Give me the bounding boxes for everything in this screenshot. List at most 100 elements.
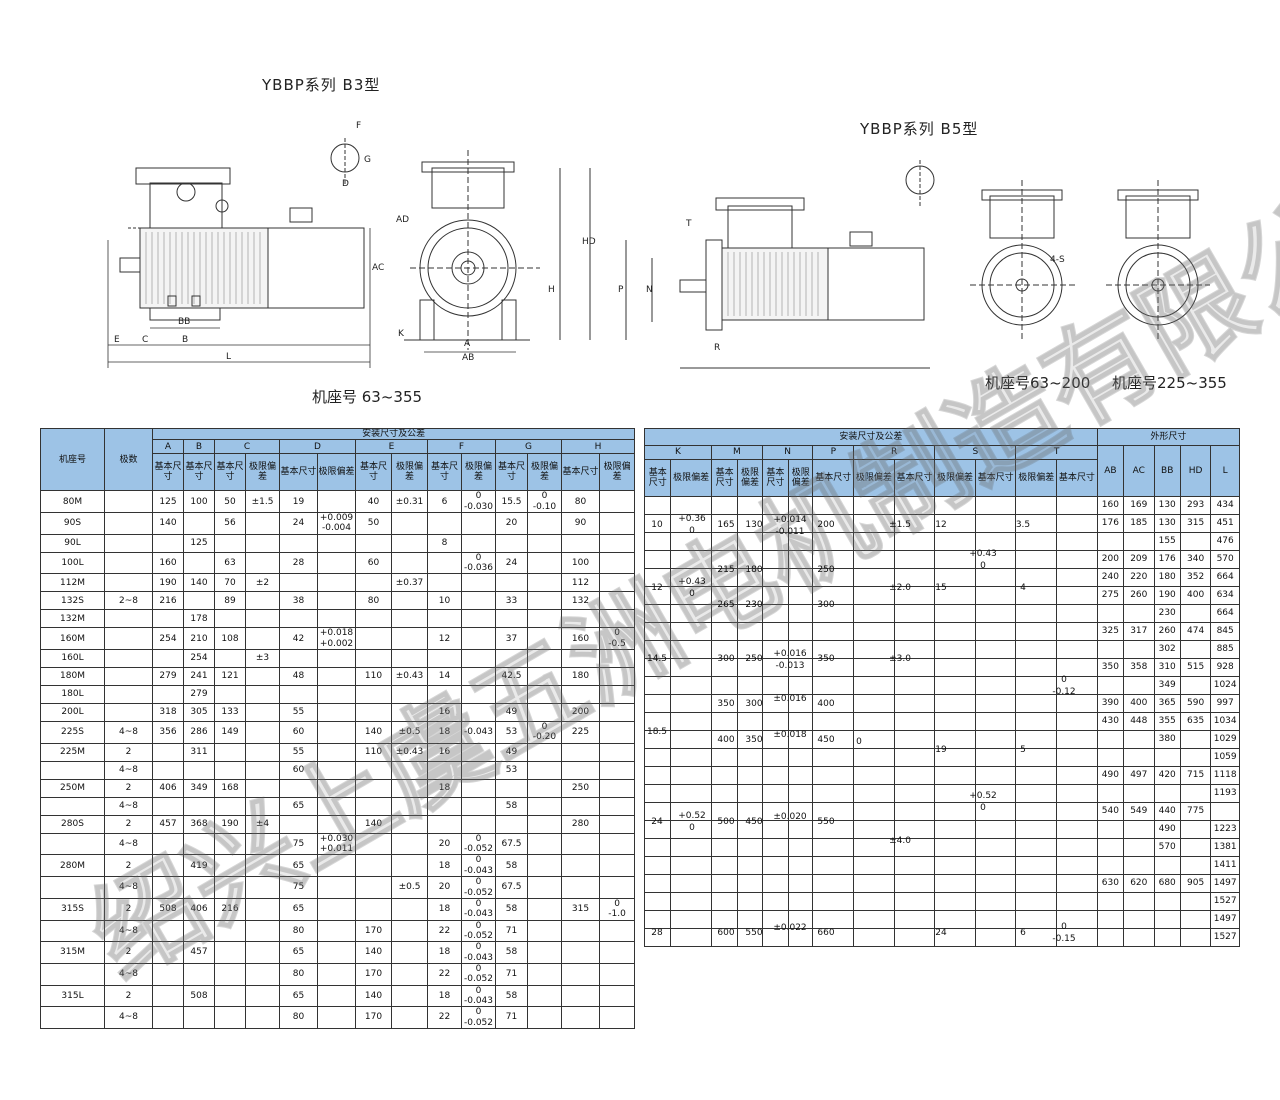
data-cell	[152, 962, 184, 986]
data-cell	[279, 533, 318, 553]
outline-cell: 190	[1153, 586, 1181, 605]
outline-cell: 230	[1153, 604, 1181, 623]
outline-cell: 1381	[1210, 838, 1240, 857]
outline-cell: 180	[1153, 568, 1181, 587]
data-cell	[355, 685, 392, 705]
data-cell	[527, 814, 562, 834]
install-cell	[761, 748, 790, 767]
install-cell	[670, 766, 712, 785]
data-cell	[527, 876, 562, 899]
install-cell	[934, 820, 976, 839]
install-cell	[737, 622, 763, 641]
title-b5: YBBP系列 B5型	[860, 120, 979, 138]
data-cell	[355, 649, 392, 669]
install-cell	[974, 766, 1017, 785]
install-cell	[853, 604, 895, 623]
data-cell	[245, 591, 280, 611]
data-cell	[598, 854, 636, 878]
data-cell	[391, 703, 428, 723]
install-cell	[761, 514, 790, 533]
data-cell	[598, 760, 636, 780]
data-cell	[391, 962, 428, 986]
data-cell	[391, 919, 428, 943]
data-cell	[245, 760, 280, 780]
data-cell	[527, 796, 562, 816]
install-cell	[1056, 586, 1098, 605]
install-cell	[934, 784, 976, 803]
install-cell	[853, 514, 895, 533]
outline-cell: 490	[1153, 820, 1181, 839]
install-cell	[670, 640, 712, 659]
install-cell	[710, 820, 739, 839]
install-cell	[812, 532, 855, 551]
outline-cell	[1096, 910, 1125, 929]
outline-cell: 302	[1153, 640, 1181, 659]
install-cell	[853, 820, 895, 839]
install-cell	[934, 532, 976, 551]
install-cell	[893, 856, 936, 875]
data-cell	[598, 591, 636, 611]
data-cell	[598, 941, 636, 964]
data-cell	[391, 627, 428, 651]
data-cell	[183, 551, 215, 575]
install-cell	[788, 910, 814, 929]
install-cell	[812, 766, 855, 785]
data-cell	[245, 962, 280, 986]
install-cell	[761, 784, 790, 803]
sub-base: 基本尺寸	[893, 459, 936, 497]
data-cell: 20	[427, 832, 462, 856]
header-letter-b: B	[183, 439, 215, 455]
data-cell	[245, 778, 280, 798]
install-cell	[974, 532, 1017, 551]
frame-cell: 315L	[40, 984, 105, 1008]
outline-cell	[1096, 892, 1125, 911]
sub-tol: 极限偏差	[391, 453, 428, 492]
data-cell	[183, 832, 215, 856]
install-cell	[1015, 712, 1058, 731]
data-cell	[152, 854, 184, 878]
install-cell	[974, 784, 1017, 803]
install-cell	[934, 802, 976, 821]
data-cell	[355, 876, 392, 899]
data-cell: 210	[183, 627, 215, 651]
dim-c: C	[142, 335, 148, 345]
install-cell	[761, 676, 790, 695]
data-cell: 315	[561, 897, 600, 921]
install-cell	[788, 712, 814, 731]
data-cell: 356	[152, 721, 184, 744]
sub-tol: 极限偏差	[670, 459, 712, 497]
data-cell	[527, 512, 562, 535]
sub-base: 基本尺寸	[710, 459, 739, 497]
outline-cell	[1123, 856, 1155, 875]
install-cell	[893, 676, 936, 695]
data-cell	[598, 778, 636, 798]
outline-cell	[1096, 730, 1125, 749]
data-cell	[561, 685, 600, 705]
dim-t: T	[685, 219, 692, 229]
data-cell	[183, 962, 215, 986]
data-cell	[245, 721, 280, 744]
data-cell	[598, 984, 636, 1008]
install-cell	[934, 496, 976, 515]
install-cell	[788, 568, 814, 587]
data-cell: 419	[183, 854, 215, 878]
outline-cell: 997	[1210, 694, 1240, 713]
dim-ac: AC	[372, 263, 384, 273]
install-cell	[1015, 784, 1058, 803]
sub-base: 基本尺寸	[355, 453, 392, 492]
data-cell: 286	[183, 721, 215, 744]
outline-cell: 349	[1153, 676, 1181, 695]
outline-cell	[1179, 784, 1212, 803]
install-cell	[1015, 928, 1058, 947]
install-cell	[974, 514, 1017, 533]
install-cell	[1015, 766, 1058, 785]
install-cell	[1015, 694, 1058, 713]
frame-cell: 225S	[40, 721, 105, 744]
install-cell	[710, 622, 739, 641]
install-cell	[670, 874, 712, 893]
sub-tol: 极限偏差	[1015, 459, 1058, 497]
data-cell	[598, 721, 636, 744]
data-cell	[214, 854, 246, 878]
install-cell	[761, 586, 790, 605]
